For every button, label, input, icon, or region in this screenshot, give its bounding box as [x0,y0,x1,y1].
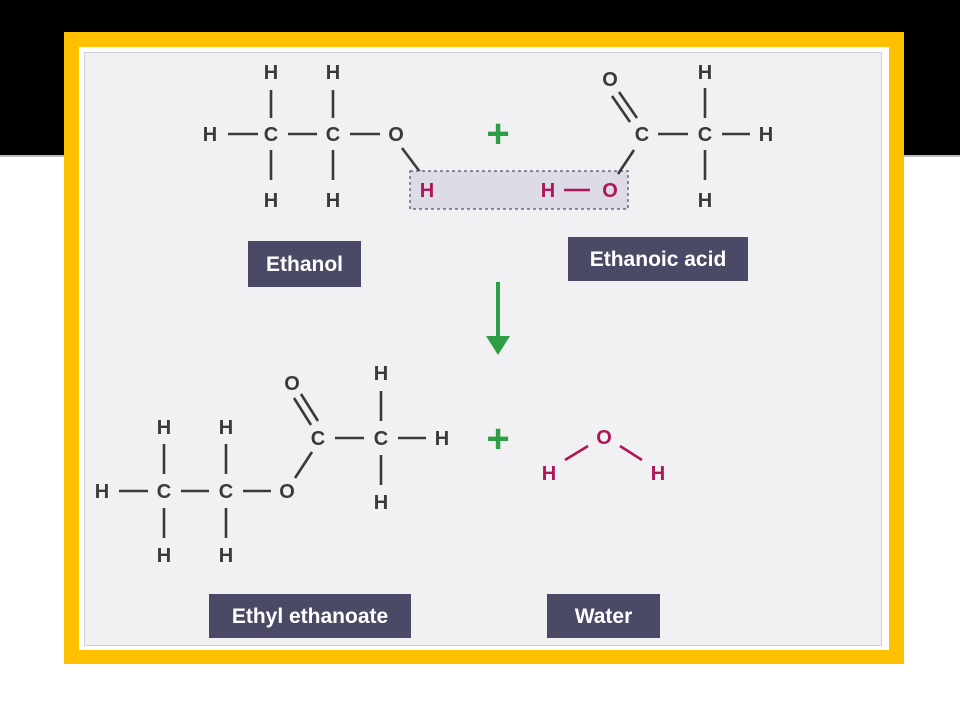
atom-h: H [435,428,449,450]
label-box [209,594,411,638]
atom-c: C [311,428,325,450]
ethanoic-acid-label: Ethanoic acid [590,248,727,271]
atom-h: H [219,545,233,567]
ethyl-ethanoate-molecule: H C C O H H H H C O C H H H [95,363,449,567]
atom-h: H [203,124,217,146]
bond [400,147,422,173]
atom-o: O [596,427,612,449]
bond [619,444,643,462]
atom-c: C [698,124,712,146]
atom-h: H [219,417,233,439]
atom-h: H [542,463,556,485]
diagram-panel [84,52,882,646]
bond-double [292,397,313,426]
atom-c: C [219,481,233,503]
water-molecule: O H H [542,427,665,485]
atom-h-highlight: H [541,180,555,202]
label-box [547,594,660,638]
atom-o: O [388,124,404,146]
atom-o-highlight: O [602,180,618,202]
atom-h: H [157,417,171,439]
label-box [568,237,748,281]
water-label: Water [575,605,633,628]
bond [293,451,314,479]
bond [616,149,636,175]
atom-c: C [374,428,388,450]
atom-h: H [374,363,388,385]
ethyl-ethanoate-label: Ethyl ethanoate [232,605,388,628]
atom-h: H [698,190,712,212]
atom-h: H [264,190,278,212]
atom-o: O [279,481,295,503]
atom-o: O [602,69,618,91]
ethanol-label: Ethanol [266,253,343,276]
atom-h: H [326,62,340,84]
atom-h: H [157,545,171,567]
bond-double [610,95,632,123]
water-elimination-highlight [409,170,629,210]
plus-sign: + [486,417,509,461]
atom-c: C [264,124,278,146]
reaction-arrow-head [486,336,510,355]
atom-h: H [698,62,712,84]
atom-o: O [284,373,300,395]
atom-h: H [95,481,109,503]
label-box [248,241,361,287]
atom-c: C [326,124,340,146]
ethanoic-acid-molecule: O C C H H H [602,62,773,212]
atom-c: C [635,124,649,146]
ethanol-molecule: H C C O H H H H [203,62,422,212]
atom-h: H [651,463,665,485]
atom-c: C [157,481,171,503]
atom-h-highlight: H [420,180,434,202]
atom-h: H [759,124,773,146]
atom-h: H [264,62,278,84]
plus-sign: + [486,112,509,156]
atom-h: H [374,492,388,514]
bond-double [299,393,320,422]
atom-h: H [326,190,340,212]
bond-double [617,91,639,119]
bond [564,444,589,462]
